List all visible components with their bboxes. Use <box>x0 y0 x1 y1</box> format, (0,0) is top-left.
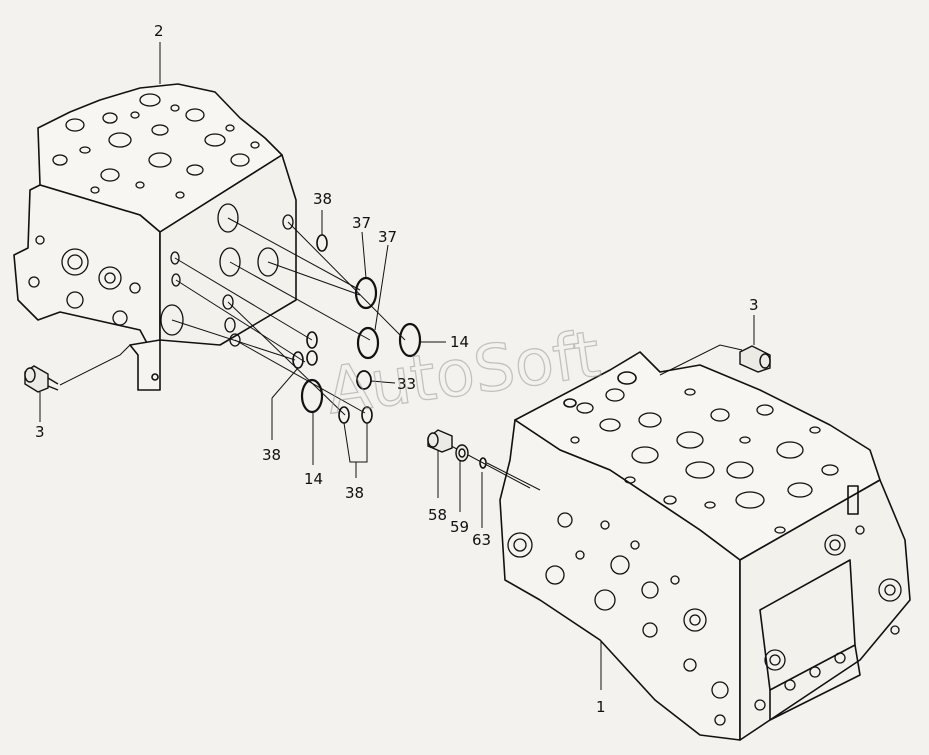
callout-14-left: 14 <box>304 470 323 488</box>
o-ring-38-top <box>316 234 328 252</box>
callout-63: 63 <box>472 531 491 549</box>
callout-1: 1 <box>596 698 606 716</box>
callout-58: 58 <box>428 506 447 524</box>
valve-block-2 <box>13 83 297 391</box>
callout-2: 2 <box>154 22 164 40</box>
o-ring-33 <box>356 370 372 390</box>
callout-59: 59 <box>450 518 469 536</box>
o-ring-63 <box>479 457 487 469</box>
guide-lines-left <box>59 217 406 416</box>
plug-58 <box>427 429 453 453</box>
callout-3-right: 3 <box>749 296 759 314</box>
o-ring-38-small-a <box>306 331 318 349</box>
callouts: 2 3 38 37 37 14 33 38 14 38 3 58 59 63 1 <box>35 22 759 716</box>
callout-38-left: 38 <box>262 446 281 464</box>
o-ring-14-right <box>398 322 422 358</box>
guide-lines-right <box>439 344 743 491</box>
washer-59 <box>455 444 469 462</box>
callout-37-a: 37 <box>352 214 371 232</box>
o-ring-38-small-c <box>306 350 318 366</box>
bolt-3-left <box>24 365 59 393</box>
callout-37-b: 37 <box>378 228 397 246</box>
callout-38-bottom: 38 <box>345 484 364 502</box>
callout-33: 33 <box>397 375 416 393</box>
bolt-3-right <box>739 345 771 373</box>
small-parts <box>427 429 487 469</box>
valve-block-1 <box>499 351 911 741</box>
leader-lines <box>39 42 755 690</box>
callout-3-left: 3 <box>35 423 45 441</box>
callout-38-top: 38 <box>313 190 332 208</box>
callout-14-right: 14 <box>450 333 469 351</box>
o-ring-37-b <box>356 326 380 360</box>
o-ring-14-left <box>300 378 324 414</box>
